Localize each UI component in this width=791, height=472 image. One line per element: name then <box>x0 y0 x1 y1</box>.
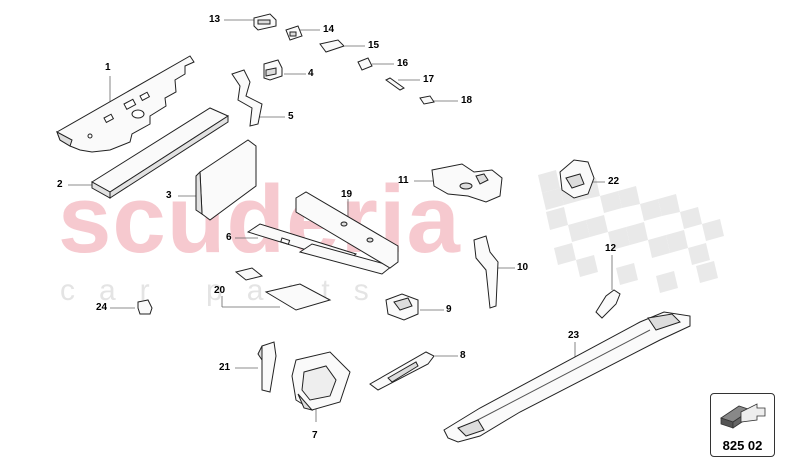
part-17-pin <box>385 77 405 91</box>
callout-10: 10 <box>517 262 529 273</box>
callout-9: 9 <box>446 304 452 315</box>
part-18-pad <box>419 95 435 105</box>
callout-21: 21 <box>219 362 231 373</box>
part-21-bracket <box>257 341 277 393</box>
callout-16: 16 <box>397 58 409 69</box>
callout-2: 2 <box>57 179 63 190</box>
part-9-bracket <box>385 293 419 321</box>
part-6-strip <box>246 223 394 275</box>
callout-12: 12 <box>605 243 617 254</box>
callout-20: 20 <box>214 285 226 296</box>
part-22-bracket <box>559 159 595 199</box>
diagram-reference-box: 825 02 <box>710 393 775 457</box>
part-16-clip <box>357 57 373 71</box>
callout-6: 6 <box>226 232 232 243</box>
part-13-clip <box>253 13 277 31</box>
callout-1: 1 <box>105 62 111 73</box>
part-12-bracket <box>595 289 621 319</box>
part-20-pads <box>234 267 332 311</box>
part-2-strip <box>91 107 230 199</box>
part-24-clip <box>137 299 153 315</box>
callout-15: 15 <box>368 40 380 51</box>
diagram-reference-code: 825 02 <box>722 438 763 453</box>
callout-18: 18 <box>461 95 473 106</box>
part-11-block <box>431 163 503 203</box>
callout-17: 17 <box>423 74 435 85</box>
part-23-rail <box>443 311 691 443</box>
part-4-bracket <box>263 59 283 81</box>
part-5-strip <box>231 69 263 127</box>
part-14-clip <box>285 25 303 41</box>
callout-11: 11 <box>398 175 409 186</box>
part-15-clip <box>319 39 345 53</box>
callout-4: 4 <box>308 68 314 79</box>
part-1-panel <box>56 55 195 153</box>
part-3-panel <box>195 139 257 221</box>
part-7-molded-piece <box>291 351 351 411</box>
callout-13: 13 <box>209 14 221 25</box>
part-8-bracket <box>369 351 435 391</box>
watermark-flag-icon <box>538 170 724 293</box>
callout-24: 24 <box>96 302 108 313</box>
arrow-box-icon <box>720 403 766 429</box>
callout-7: 7 <box>312 430 318 441</box>
callout-3: 3 <box>166 190 172 201</box>
callout-19: 19 <box>341 189 353 200</box>
callout-14: 14 <box>323 24 335 35</box>
callout-22: 22 <box>608 176 620 187</box>
part-10-bracket <box>473 235 499 309</box>
callout-5: 5 <box>288 111 294 122</box>
callout-23: 23 <box>568 330 580 341</box>
part-19-bar <box>295 191 399 269</box>
callout-8: 8 <box>460 350 466 361</box>
